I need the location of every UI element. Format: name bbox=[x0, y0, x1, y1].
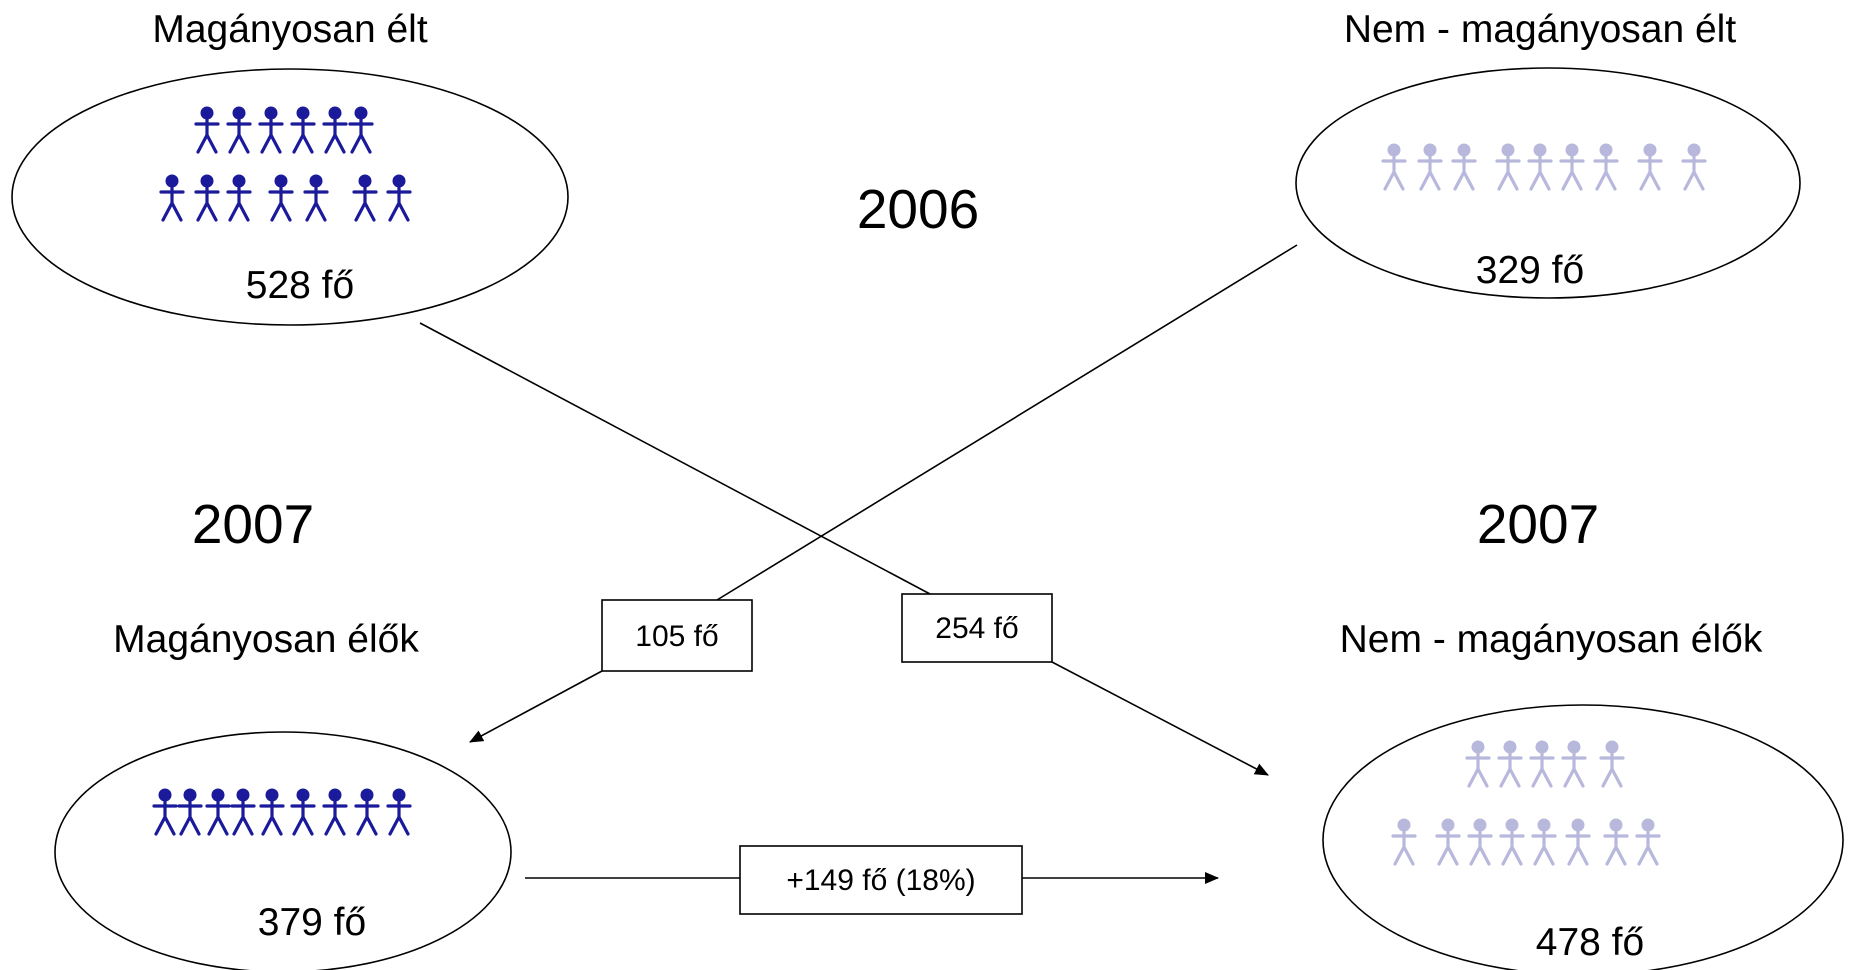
net-change-label: +149 fő (18%) bbox=[786, 864, 975, 897]
person-icon bbox=[1391, 817, 1417, 866]
person-icon bbox=[1531, 817, 1557, 866]
year-2006-label: 2006 bbox=[857, 178, 979, 240]
person-icon bbox=[230, 787, 256, 836]
flow-label-105: 105 fő bbox=[635, 620, 718, 653]
year-2007-right-label: 2007 bbox=[1477, 493, 1599, 555]
person-icon bbox=[1451, 142, 1477, 191]
person-icon bbox=[1681, 142, 1707, 191]
person-icon bbox=[1417, 142, 1443, 191]
person-icon bbox=[290, 105, 316, 154]
person-icon bbox=[1527, 142, 1553, 191]
person-icon bbox=[1499, 817, 1525, 866]
person-icon bbox=[1561, 739, 1587, 788]
person-icon bbox=[152, 787, 178, 836]
person-icon bbox=[1599, 739, 1625, 788]
person-icon bbox=[159, 173, 185, 222]
person-icon bbox=[1635, 817, 1661, 866]
flow-label-254: 254 fő bbox=[935, 612, 1018, 645]
person-icon bbox=[1495, 142, 1521, 191]
people-group-2006-alone bbox=[159, 105, 412, 222]
flow-arrow-to-alone bbox=[469, 670, 603, 743]
person-icon bbox=[1467, 817, 1493, 866]
person-icon bbox=[348, 105, 374, 154]
ellipse-2006-not-alone bbox=[1295, 67, 1801, 299]
count-2007-alone: 379 fő bbox=[258, 901, 366, 944]
flow-line-alone-to-not-alone bbox=[419, 322, 931, 595]
person-icon bbox=[226, 173, 252, 222]
person-icon bbox=[1381, 142, 1407, 191]
person-icon bbox=[177, 787, 203, 836]
top-left-title: Magányosan élt bbox=[152, 8, 428, 51]
bottom-right-title: Nem - magányosan élők bbox=[1340, 618, 1763, 661]
person-icon bbox=[259, 787, 285, 836]
person-icon bbox=[1497, 739, 1523, 788]
person-icon bbox=[1603, 817, 1629, 866]
count-2007-not-alone: 478 fő bbox=[1536, 921, 1644, 964]
person-icon bbox=[1529, 739, 1555, 788]
person-icon bbox=[322, 787, 348, 836]
person-icon bbox=[386, 173, 412, 222]
count-2006-not-alone: 329 fő bbox=[1476, 249, 1584, 292]
person-icon bbox=[1559, 142, 1585, 191]
person-icon bbox=[290, 787, 316, 836]
ellipse-2006-alone bbox=[11, 68, 569, 326]
person-icon bbox=[352, 173, 378, 222]
people-group-2007-alone bbox=[152, 787, 412, 836]
ellipse-2007-alone bbox=[54, 731, 512, 970]
person-icon bbox=[194, 173, 220, 222]
person-icon bbox=[386, 787, 412, 836]
person-icon bbox=[1435, 817, 1461, 866]
bottom-left-title: Magányosan élők bbox=[113, 618, 419, 661]
top-right-title: Nem - magányosan élt bbox=[1344, 8, 1737, 51]
flow-box-105 bbox=[601, 599, 753, 672]
person-icon bbox=[1593, 142, 1619, 191]
people-group-2007-not-alone bbox=[1391, 739, 1661, 866]
person-icon bbox=[226, 105, 252, 154]
person-icon bbox=[194, 105, 220, 154]
person-icon bbox=[268, 173, 294, 222]
people-group-2006-not-alone bbox=[1381, 142, 1707, 191]
person-icon bbox=[1465, 739, 1491, 788]
person-icon bbox=[205, 787, 231, 836]
net-change-box bbox=[739, 845, 1023, 915]
flow-box-254 bbox=[901, 593, 1053, 663]
person-icon bbox=[322, 105, 348, 154]
person-icon bbox=[258, 105, 284, 154]
flow-arrow-to-not-alone bbox=[1051, 661, 1269, 776]
person-icon bbox=[303, 173, 329, 222]
flow-line-not-alone-to-alone bbox=[716, 244, 1298, 601]
person-icon bbox=[1565, 817, 1591, 866]
year-2007-left-label: 2007 bbox=[192, 493, 314, 555]
person-icon bbox=[1637, 142, 1663, 191]
ellipse-2007-not-alone bbox=[1322, 704, 1844, 970]
person-icon bbox=[354, 787, 380, 836]
count-2006-alone: 528 fő bbox=[246, 264, 354, 307]
